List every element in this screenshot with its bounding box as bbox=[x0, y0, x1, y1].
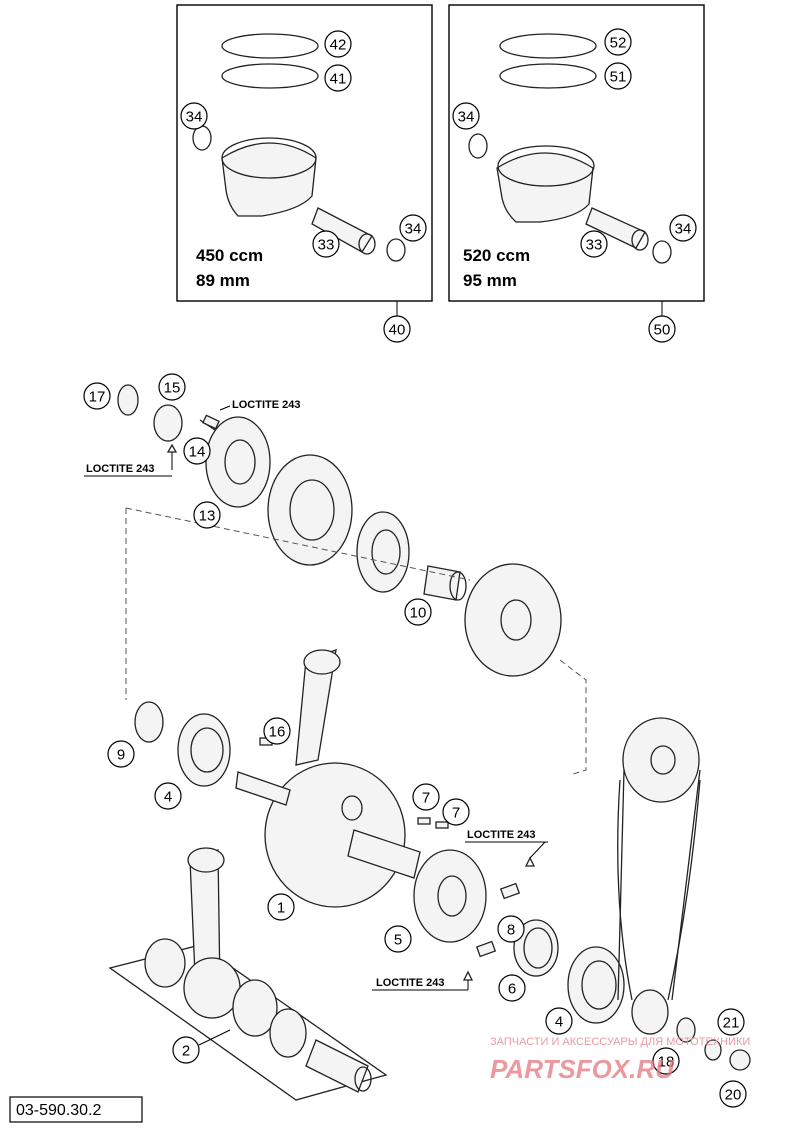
svg-text:18: 18 bbox=[658, 1054, 675, 1071]
kit-450-displacement: 450 ccm bbox=[196, 246, 263, 265]
timing-chain-group bbox=[617, 717, 751, 1071]
svg-text:14: 14 bbox=[189, 444, 206, 461]
callout-17: 17 bbox=[83, 382, 111, 410]
svg-text:9: 9 bbox=[117, 747, 125, 764]
svg-text:33: 33 bbox=[586, 237, 603, 254]
svg-text:4: 4 bbox=[164, 789, 172, 806]
svg-text:4: 4 bbox=[555, 1014, 563, 1031]
watermark-tagline: ЗАПЧАСТИ И АКСЕССУАРЫ ДЛЯ МОТОТЕХНИКИ bbox=[490, 1036, 750, 1048]
callout-41: 41 bbox=[324, 64, 352, 92]
svg-text:10: 10 bbox=[410, 605, 427, 622]
svg-text:41: 41 bbox=[330, 71, 347, 88]
svg-text:34: 34 bbox=[458, 109, 475, 126]
svg-text:34: 34 bbox=[186, 109, 203, 126]
callout-14: 14 bbox=[183, 437, 211, 465]
crankshaft-group: LOCTITE 243 LOCTITE 243 bbox=[134, 649, 625, 1024]
svg-text:15: 15 bbox=[164, 380, 181, 397]
loctite-label-1: LOCTITE 243 bbox=[232, 399, 300, 411]
callout-52: 52 bbox=[604, 28, 632, 56]
svg-text:50: 50 bbox=[654, 322, 671, 339]
callout-8: 8 bbox=[497, 915, 525, 943]
watermark-logo: PARTSFOX.RU bbox=[490, 1054, 675, 1084]
svg-text:42: 42 bbox=[330, 37, 347, 54]
callout-4: 4 bbox=[154, 782, 182, 810]
svg-text:6: 6 bbox=[508, 981, 516, 998]
svg-text:7: 7 bbox=[452, 805, 460, 822]
callout-13: 13 bbox=[193, 501, 221, 529]
svg-text:1: 1 bbox=[277, 900, 285, 917]
svg-text:16: 16 bbox=[269, 724, 286, 741]
callout-1: 1 bbox=[267, 893, 295, 921]
piston-kit-520: 520 ccm 95 mm bbox=[448, 4, 705, 316]
callout-7: 7 bbox=[442, 798, 470, 826]
watermark: ЗАПЧАСТИ И АКСЕССУАРЫ ДЛЯ МОТОТЕХНИКИ PA… bbox=[490, 1036, 750, 1084]
callout-6: 6 bbox=[498, 974, 526, 1002]
svg-text:5: 5 bbox=[394, 932, 402, 949]
svg-text:17: 17 bbox=[89, 389, 106, 406]
loctite-label-2: LOCTITE 243 bbox=[86, 463, 154, 475]
callout-labels: 42 41 34 33 34 52 51 34 33 34 40 50 17 1… bbox=[83, 28, 747, 1108]
svg-text:34: 34 bbox=[405, 221, 422, 238]
callout-10: 10 bbox=[404, 598, 432, 626]
drawing-number: 03-590.30.2 bbox=[9, 1096, 143, 1123]
kit-450-bore: 89 mm bbox=[196, 271, 250, 290]
callout-15: 15 bbox=[158, 373, 186, 401]
kit-520-bore: 95 mm bbox=[463, 271, 517, 290]
callout-5: 5 bbox=[384, 925, 412, 953]
callout-42: 42 bbox=[324, 30, 352, 58]
callout-4: 4 bbox=[545, 1007, 573, 1035]
piston-kit-450: 450 ccm 89 mm bbox=[176, 4, 433, 316]
svg-text:13: 13 bbox=[199, 508, 216, 525]
callout-20: 20 bbox=[719, 1080, 747, 1108]
callout-34: 34 bbox=[399, 214, 427, 242]
callout-2: 2 bbox=[172, 1036, 200, 1064]
kit-520-displacement: 520 ccm bbox=[463, 246, 530, 265]
svg-text:21: 21 bbox=[723, 1015, 740, 1032]
callout-40: 40 bbox=[383, 315, 411, 343]
conrod-kit bbox=[108, 847, 388, 1101]
callout-50: 50 bbox=[648, 315, 676, 343]
loctite-label-4: LOCTITE 243 bbox=[376, 977, 444, 989]
svg-text:40: 40 bbox=[389, 322, 406, 339]
svg-text:7: 7 bbox=[422, 790, 430, 807]
svg-text:52: 52 bbox=[610, 35, 627, 52]
svg-text:8: 8 bbox=[507, 922, 515, 939]
drawing-number-text: 03-590.30.2 bbox=[16, 1102, 102, 1119]
callout-33: 33 bbox=[580, 230, 608, 258]
callout-7: 7 bbox=[412, 783, 440, 811]
svg-text:2: 2 bbox=[182, 1043, 190, 1060]
callout-18: 18 bbox=[652, 1047, 680, 1075]
svg-text:33: 33 bbox=[318, 237, 335, 254]
callout-9: 9 bbox=[107, 740, 135, 768]
callout-21: 21 bbox=[717, 1008, 745, 1036]
callout-51: 51 bbox=[604, 62, 632, 90]
svg-text:34: 34 bbox=[675, 221, 692, 238]
callout-33: 33 bbox=[312, 230, 340, 258]
callout-34: 34 bbox=[180, 102, 208, 130]
callout-34: 34 bbox=[452, 102, 480, 130]
callout-16: 16 bbox=[263, 717, 291, 745]
balancer-group: LOCTITE 243 LOCTITE 243 bbox=[84, 384, 587, 776]
loctite-label-3: LOCTITE 243 bbox=[467, 829, 535, 841]
svg-text:51: 51 bbox=[610, 69, 627, 86]
svg-text:20: 20 bbox=[725, 1087, 742, 1104]
callout-34: 34 bbox=[669, 214, 697, 242]
